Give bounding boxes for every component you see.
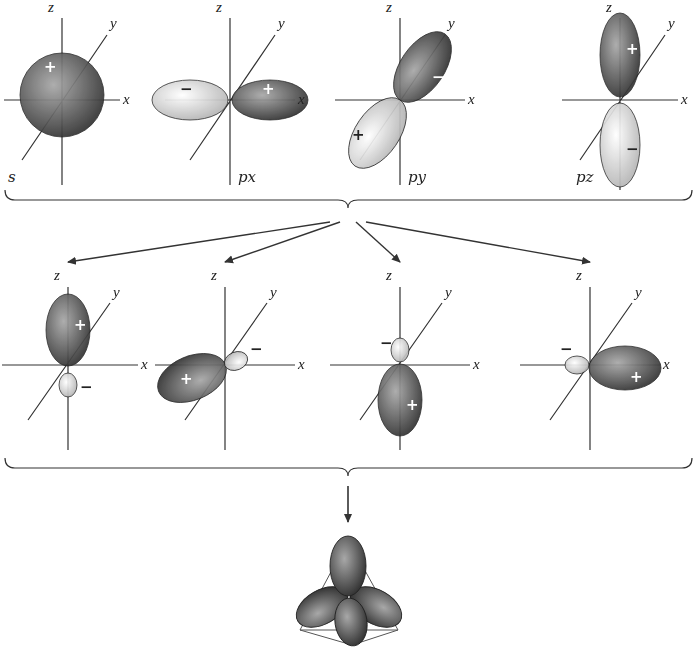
- arrow: [347, 486, 349, 522]
- orbital-label: px: [238, 170, 256, 185]
- axis-label: z: [216, 0, 222, 15]
- axis-label: x: [298, 92, 305, 107]
- axis-label: y: [110, 16, 117, 31]
- axis-label: x: [663, 357, 670, 372]
- p-lobe: [232, 80, 308, 120]
- sp3-small-lobe: [59, 373, 77, 397]
- axis-lines: [335, 18, 465, 185]
- sign-label: −: [380, 336, 393, 351]
- arrow: [356, 222, 400, 262]
- sign-label: −: [80, 380, 93, 395]
- p-lobe: [600, 13, 640, 97]
- arrow: [366, 222, 590, 262]
- sp3-lobe: [332, 596, 370, 648]
- axis-label: z: [606, 0, 612, 15]
- sign-label: −: [626, 142, 639, 157]
- sp3-lobe: [589, 346, 661, 390]
- sign-label: +: [180, 372, 193, 387]
- axis-lines: [520, 287, 660, 450]
- sign-label: +: [626, 42, 639, 57]
- sp3-lobe: [330, 536, 366, 596]
- orbital-label: s: [8, 170, 16, 185]
- axis-label: x: [123, 92, 130, 107]
- sign-label: +: [406, 398, 419, 413]
- brace: [5, 190, 692, 208]
- axes-row2: [2, 287, 660, 450]
- axis-label: x: [141, 357, 148, 372]
- sp3-lobe: [378, 364, 422, 436]
- sign-label: −: [560, 342, 573, 357]
- axis-label: x: [468, 92, 475, 107]
- atomic-orbitals: [20, 13, 640, 187]
- hybrid-orbitals: [46, 294, 661, 436]
- sp3-small-lobe: [222, 348, 251, 374]
- sign-label: +: [44, 60, 57, 75]
- p-lobe: [600, 103, 640, 187]
- p-lobe: [337, 88, 418, 179]
- sp3-small-lobe: [565, 356, 589, 374]
- s-orbital: [20, 53, 104, 137]
- sp3-small-lobe: [391, 338, 409, 362]
- sign-label: −: [250, 342, 263, 357]
- axis-label: y: [113, 285, 120, 300]
- axis-label: x: [298, 357, 305, 372]
- axis-label: z: [576, 268, 582, 283]
- p-lobe: [152, 80, 228, 120]
- axis-label: y: [445, 285, 452, 300]
- axis-label: y: [270, 285, 277, 300]
- brace: [5, 458, 692, 476]
- axis-label: z: [386, 268, 392, 283]
- sp3-lobe: [150, 344, 233, 412]
- axes-row1: [4, 18, 678, 190]
- axis-label: z: [386, 0, 392, 15]
- axis-label: x: [473, 357, 480, 372]
- sign-label: +: [74, 318, 87, 333]
- sign-label: +: [352, 128, 365, 143]
- mixing-arrows: [68, 222, 590, 262]
- axis-label: y: [668, 16, 675, 31]
- arrow: [68, 222, 330, 262]
- axis-label: z: [54, 268, 60, 283]
- axis-label: y: [635, 285, 642, 300]
- sp3-lobe: [46, 294, 90, 366]
- tetrahedral-sp3: [289, 536, 408, 648]
- orbital-label: pz: [576, 170, 594, 185]
- axis-lines: [4, 18, 120, 185]
- arrow: [225, 222, 340, 262]
- axis-lines: [2, 287, 138, 450]
- axis-label: z: [211, 268, 217, 283]
- sign-label: −: [432, 70, 445, 85]
- sign-label: +: [262, 82, 275, 97]
- axis-label: z: [48, 0, 54, 15]
- axis-label: y: [278, 16, 285, 31]
- sign-label: +: [630, 370, 643, 385]
- orbital-label: py: [408, 170, 426, 185]
- axis-label: y: [448, 16, 455, 31]
- sign-label: −: [180, 82, 193, 97]
- axis-label: x: [681, 92, 688, 107]
- axis-lines: [330, 287, 470, 450]
